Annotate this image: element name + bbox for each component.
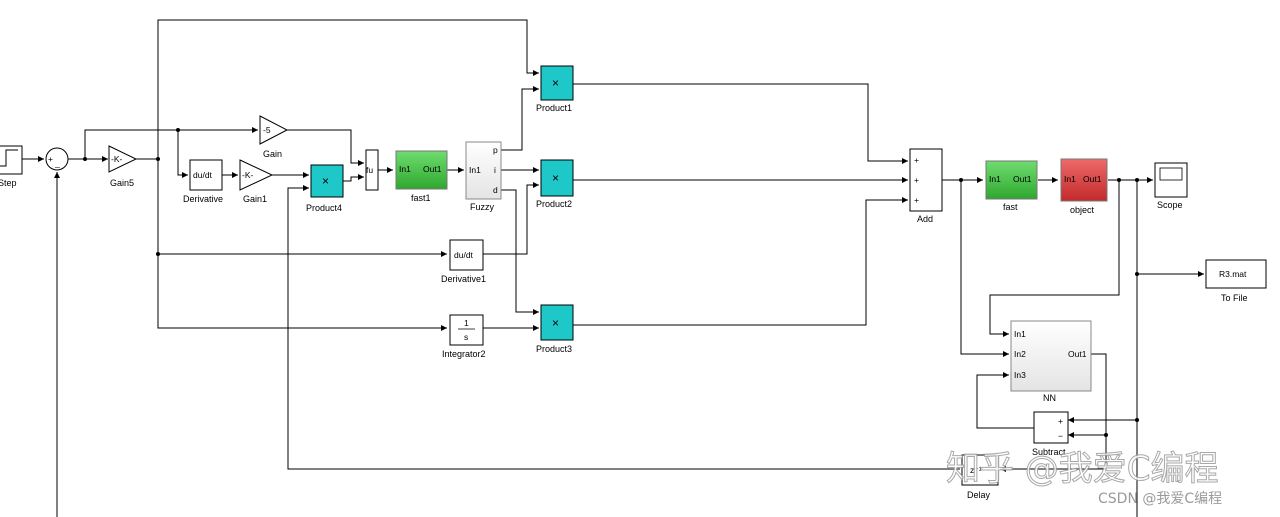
scope-label: Scope — [1157, 200, 1183, 210]
integrator2-block[interactable]: 1 s — [449, 314, 484, 346]
delay-content: z⁻¹ — [970, 465, 982, 475]
product1-block[interactable]: × — [540, 65, 574, 101]
gain-label: Gain — [263, 149, 282, 159]
add-sign-1: + — [914, 155, 919, 165]
add-sign-2: + — [914, 175, 919, 185]
object-block[interactable]: In1 Out1 — [1060, 158, 1108, 202]
fast1-in-port: In1 — [399, 164, 411, 174]
sum-minus-sign: _ — [54, 158, 60, 168]
gain5-content: -K- — [111, 154, 123, 164]
object-in-port: In1 — [1064, 174, 1076, 184]
nn-label: NN — [1043, 393, 1056, 403]
product1-content: × — [552, 76, 559, 90]
integrator2-num: 1 — [464, 318, 469, 328]
derivative-label: Derivative — [183, 194, 223, 204]
fast-out-port: Out1 — [1013, 174, 1032, 184]
product3-block[interactable]: × — [540, 304, 574, 341]
fast1-out-port: Out1 — [423, 164, 442, 174]
tofile-block[interactable]: R3.mat — [1205, 259, 1267, 289]
fast-block[interactable]: In1 Out1 — [985, 160, 1038, 200]
derivative-block[interactable]: du/dt — [189, 159, 223, 191]
add-label: Add — [917, 214, 933, 224]
product4-label: Product4 — [306, 203, 342, 213]
subtract-label: Subtract — [1032, 447, 1066, 457]
sum-block[interactable]: + _ — [45, 147, 69, 171]
step-label: Step — [0, 178, 17, 188]
nn-in2-port: In2 — [1014, 349, 1026, 359]
add-block[interactable]: + + + — [909, 148, 943, 212]
tofile-label: To File — [1221, 293, 1248, 303]
scope-block[interactable] — [1154, 162, 1188, 198]
mux-block[interactable]: fu — [365, 149, 379, 191]
derivative1-label: Derivative1 — [441, 274, 486, 284]
watermark-footer: CSDN @我爱C编程 — [1098, 491, 1222, 507]
fast-in-port: In1 — [989, 174, 1001, 184]
gain5-block[interactable]: -K- — [108, 145, 138, 173]
product1-label: Product1 — [536, 103, 572, 113]
product3-content: × — [552, 316, 559, 330]
gain1-block[interactable]: -K- — [239, 159, 274, 191]
gain1-content: -K- — [242, 170, 254, 180]
signal-lines — [22, 19, 1204, 517]
fast1-block[interactable]: In1 Out1 — [395, 150, 448, 190]
tofile-content: R3.mat — [1219, 269, 1247, 279]
nn-in3-port: In3 — [1014, 370, 1026, 380]
gain5-label: Gain5 — [110, 178, 134, 188]
product4-content: × — [322, 174, 329, 188]
subtract-plus: + — [1058, 416, 1063, 426]
mux-content: fu — [366, 165, 373, 175]
product2-block[interactable]: × — [540, 159, 574, 197]
integrator2-label: Integrator2 — [442, 349, 486, 359]
object-label: object — [1070, 205, 1095, 215]
fast1-label: fast1 — [411, 193, 431, 203]
gain-block[interactable]: -5 — [259, 115, 289, 145]
fast-label: fast — [1003, 202, 1018, 212]
object-out-port: Out1 — [1083, 174, 1102, 184]
product2-label: Product2 — [536, 199, 572, 209]
fuzzy-block[interactable]: In1 p i d — [465, 141, 502, 200]
product2-content: × — [552, 171, 559, 185]
nn-block[interactable]: In1 In2 In3 Out1 — [1010, 320, 1092, 392]
derivative1-block[interactable]: du/dt — [449, 239, 484, 271]
product3-label: Product3 — [536, 344, 572, 354]
fuzzy-p-port: p — [493, 145, 498, 155]
integrator2-den: s — [464, 332, 468, 342]
delay-label: Delay — [967, 490, 991, 500]
delay-block[interactable]: z⁻¹ — [961, 454, 999, 486]
fuzzy-i-port: i — [494, 165, 496, 175]
fuzzy-in-port: In1 — [469, 165, 481, 175]
subtract-block[interactable]: + − — [1033, 411, 1069, 444]
fuzzy-d-port: d — [493, 185, 498, 195]
watermark-main: 知乎 @我爱C编程 — [946, 449, 1219, 489]
gain-content: -5 — [263, 125, 271, 135]
derivative-content: du/dt — [193, 170, 213, 180]
sum-plus-sign: + — [48, 154, 53, 164]
fuzzy-label: Fuzzy — [470, 202, 495, 212]
derivative1-content: du/dt — [454, 250, 474, 260]
step-block[interactable] — [0, 145, 23, 175]
nn-out-port: Out1 — [1068, 349, 1087, 359]
subtract-minus: − — [1058, 431, 1063, 441]
add-sign-3: + — [914, 195, 919, 205]
product4-block[interactable]: × — [310, 164, 344, 198]
gain1-label: Gain1 — [243, 194, 267, 204]
nn-in1-port: In1 — [1014, 329, 1026, 339]
